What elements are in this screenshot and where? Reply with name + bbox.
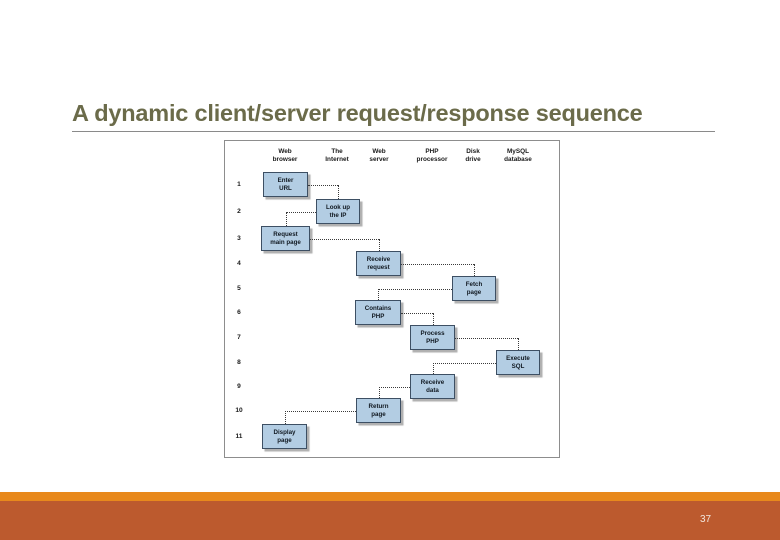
step-label-line2: page bbox=[466, 288, 482, 296]
connector-segment bbox=[401, 312, 433, 314]
step-number: 11 bbox=[235, 432, 243, 440]
connector-segment bbox=[432, 362, 496, 364]
column-header-line1: The bbox=[331, 148, 343, 155]
step-number: 8 bbox=[237, 358, 241, 366]
step-number: 5 bbox=[237, 284, 241, 292]
column-header-line2: Internet bbox=[325, 156, 349, 164]
step-label-line1: Contains bbox=[364, 305, 392, 313]
step-number: 6 bbox=[237, 308, 241, 316]
step-label-line2: page bbox=[371, 410, 386, 418]
step-label-line1: Display bbox=[273, 429, 296, 437]
step-label-line2: data bbox=[426, 386, 439, 394]
connector-segment bbox=[432, 362, 434, 374]
connector-segment bbox=[474, 263, 475, 276]
page-number: 37 bbox=[700, 514, 712, 525]
step-label-line1: Receive bbox=[366, 256, 391, 264]
step-label-line2: the IP bbox=[329, 211, 347, 219]
step-number: 10 bbox=[235, 406, 243, 414]
column-header-line1: Web bbox=[278, 148, 292, 155]
step-label-line1: Execute bbox=[506, 355, 530, 363]
connector-segment bbox=[310, 238, 379, 240]
connector-segment bbox=[432, 312, 434, 325]
column-header-line2: browser bbox=[272, 156, 298, 164]
connector-segment bbox=[285, 211, 287, 226]
connector-segment bbox=[455, 337, 518, 339]
step-label-line2: PHP bbox=[371, 312, 385, 320]
connector-segment bbox=[338, 184, 339, 199]
column-header-line2: processor bbox=[416, 156, 448, 164]
step-label-line2: main page bbox=[270, 238, 301, 246]
step-number: 7 bbox=[237, 333, 241, 341]
step-label-line2: PHP bbox=[426, 337, 439, 345]
page-title: A dynamic client/server request/response… bbox=[72, 100, 643, 126]
step-label-line2: request bbox=[367, 263, 390, 271]
footer-bar bbox=[0, 501, 780, 540]
step-number: 1 bbox=[237, 180, 241, 188]
step-label-line2: SQL bbox=[511, 362, 525, 370]
connector-segment bbox=[378, 288, 379, 300]
column-header-line1: MySQL bbox=[506, 148, 529, 155]
footer-accent-bar bbox=[0, 492, 780, 501]
connector-segment bbox=[518, 337, 519, 350]
step-number: 4 bbox=[237, 259, 241, 267]
column-header-line2: drive bbox=[465, 156, 481, 164]
connector-segment bbox=[378, 288, 452, 290]
connector-segment bbox=[378, 238, 380, 251]
step-number: 2 bbox=[237, 207, 241, 215]
step-label-line1: Process bbox=[420, 330, 445, 338]
step-label-line1: Enter bbox=[277, 177, 294, 185]
column-header-line2: database bbox=[504, 156, 532, 164]
column-header-line1: Disk bbox=[466, 148, 480, 155]
column-header-line2: server bbox=[369, 156, 389, 164]
step-number: 9 bbox=[237, 382, 241, 390]
step-label-line2: page bbox=[277, 436, 292, 444]
step-label-line1: Look up bbox=[325, 204, 351, 212]
connector-segment bbox=[378, 386, 380, 398]
connector-segment bbox=[284, 410, 356, 412]
connector-segment bbox=[401, 263, 474, 265]
step-label-line1: Receive bbox=[420, 379, 445, 387]
connector-segment bbox=[308, 184, 338, 186]
title-divider bbox=[72, 131, 715, 132]
connector-segment bbox=[378, 386, 410, 388]
column-header-line1: Web bbox=[372, 148, 386, 155]
column-header-line1: PHP bbox=[425, 148, 439, 155]
step-label-line2: URL bbox=[279, 184, 292, 192]
step-label-line1: Return bbox=[368, 403, 389, 411]
connector-segment bbox=[284, 410, 286, 424]
step-label-line1: Request bbox=[273, 231, 298, 239]
step-label-line1: Fetch bbox=[465, 281, 483, 289]
connector-segment bbox=[285, 211, 316, 213]
step-number: 3 bbox=[237, 234, 241, 242]
